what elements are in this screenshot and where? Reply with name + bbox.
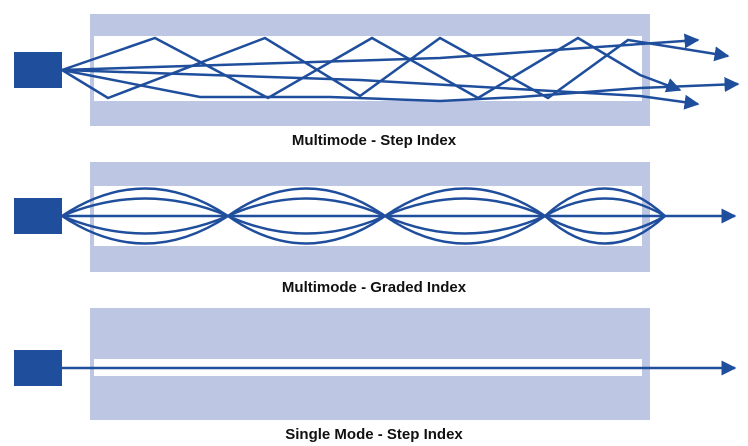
- light-source: [14, 198, 62, 234]
- ray: [61, 36, 730, 100]
- caption-multimode-graded-index: Multimode - Graded Index: [282, 279, 467, 296]
- ray: [61, 36, 682, 100]
- light-rays: [61, 187, 737, 245]
- light-source: [14, 350, 62, 386]
- caption-single-mode-step-index: Single Mode - Step Index: [285, 426, 463, 443]
- caption-multimode-step-index: Multimode - Step Index: [292, 132, 457, 149]
- multimode-graded-index-diagram: Multimode - Graded Index: [14, 162, 737, 296]
- single-mode-step-index-diagram: Single Mode - Step Index: [14, 308, 737, 443]
- multimode-step-index-diagram: Multimode - Step Index: [14, 14, 740, 149]
- ray: [61, 33, 700, 72]
- ray: [61, 68, 700, 110]
- ray: [61, 68, 740, 103]
- light-rays: [61, 33, 740, 110]
- light-source: [14, 52, 62, 88]
